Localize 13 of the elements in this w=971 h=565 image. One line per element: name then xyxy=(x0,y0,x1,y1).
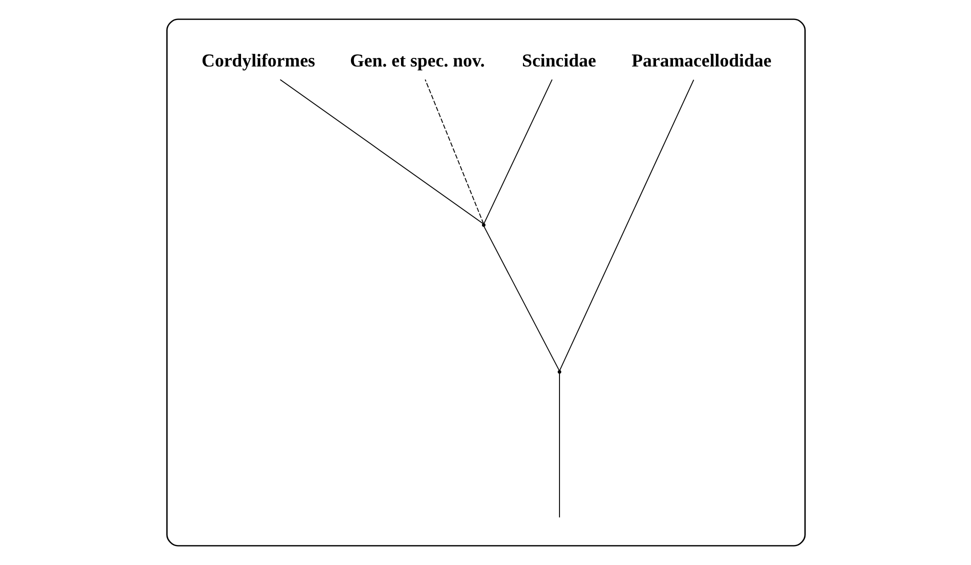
connector xyxy=(279,79,484,224)
connector xyxy=(482,79,552,224)
node-text: Paramacellodidae xyxy=(631,50,771,71)
node-point xyxy=(557,370,561,374)
connector xyxy=(424,79,484,224)
node-text: Gen. et spec. nov. xyxy=(349,50,484,71)
connector xyxy=(558,79,694,371)
connector xyxy=(482,226,560,372)
cluster xyxy=(166,18,806,546)
node-text: Scincidae xyxy=(522,50,596,71)
node-point xyxy=(481,223,485,227)
node-text: Cordyliformes xyxy=(201,50,315,71)
connector xyxy=(558,372,560,518)
